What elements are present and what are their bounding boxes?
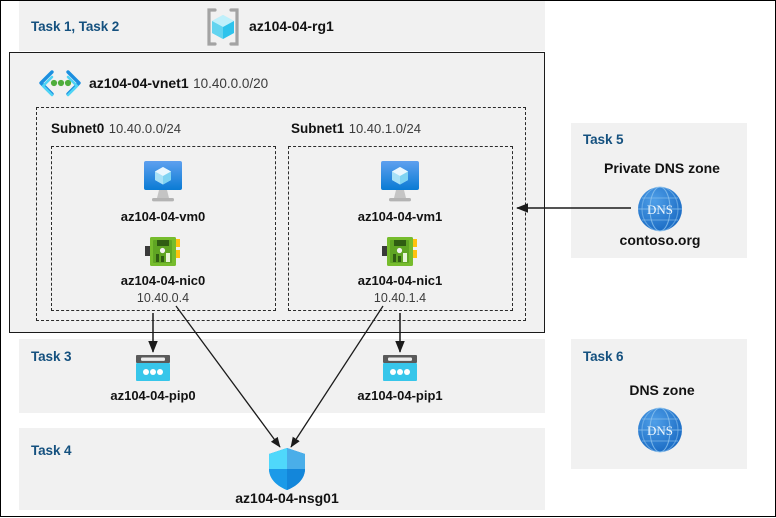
- nsg-name: az104-04-nsg01: [235, 490, 339, 506]
- nic1-ip: 10.40.1.4: [373, 291, 427, 305]
- pip1-name: az104-04-pip1: [357, 388, 443, 403]
- virtual-machine-icon: [375, 158, 425, 209]
- subnet0-name: Subnet0: [51, 121, 105, 136]
- subnet1-name: Subnet1: [291, 121, 345, 136]
- resource-group-header-panel: [19, 1, 545, 51]
- virtual-machine-icon: [138, 158, 188, 209]
- task-label-1-2: Task 1, Task 2: [31, 19, 120, 34]
- task-label-4: Task 4: [31, 443, 72, 458]
- svg-text:DNS: DNS: [647, 202, 673, 217]
- nic1-name: az104-04-nic1: [357, 273, 443, 288]
- subnet0-cidr: 10.40.0.0/24: [108, 121, 182, 136]
- private-dns-zone-name: contoso.org: [619, 232, 701, 248]
- public-ip-address-icon: [380, 353, 420, 390]
- pip0-name: az104-04-pip0: [110, 388, 196, 403]
- task3-panel: [19, 339, 545, 413]
- task-label-3: Task 3: [31, 349, 72, 364]
- subnet1-cidr: 10.40.1.0/24: [348, 121, 422, 136]
- network-security-group-icon: [266, 446, 308, 497]
- subnet1-box: [288, 146, 513, 311]
- network-interface-icon: [381, 235, 419, 274]
- private-dns-zone-title: Private DNS zone: [604, 160, 720, 176]
- subnet0-box: [51, 146, 276, 311]
- vm0-name: az104-04-vm0: [120, 209, 206, 224]
- nic0-ip: 10.40.0.4: [136, 291, 190, 305]
- subnets-dashed-region: [36, 107, 526, 321]
- virtual-network-icon: [37, 69, 83, 102]
- network-interface-icon: [144, 235, 182, 274]
- vm1-name: az104-04-vm1: [357, 209, 443, 224]
- vnet-address-space: 10.40.0.0/20: [193, 76, 269, 91]
- vnet-container: [9, 52, 545, 333]
- task-label-5: Task 5: [583, 132, 624, 147]
- dns-zone-icon: DNS: [635, 405, 685, 460]
- vnet-name: az104-04-vnet1: [89, 75, 189, 91]
- dns-zone-title: DNS zone: [629, 382, 695, 398]
- dns-zone-icon: DNS: [635, 184, 685, 239]
- resource-group-name: az104-04-rg1: [249, 18, 334, 34]
- nic0-name: az104-04-nic0: [120, 273, 206, 288]
- task-label-6: Task 6: [583, 349, 624, 364]
- resource-group-icon: [201, 7, 245, 52]
- public-ip-address-icon: [133, 353, 173, 390]
- svg-text:DNS: DNS: [647, 423, 673, 438]
